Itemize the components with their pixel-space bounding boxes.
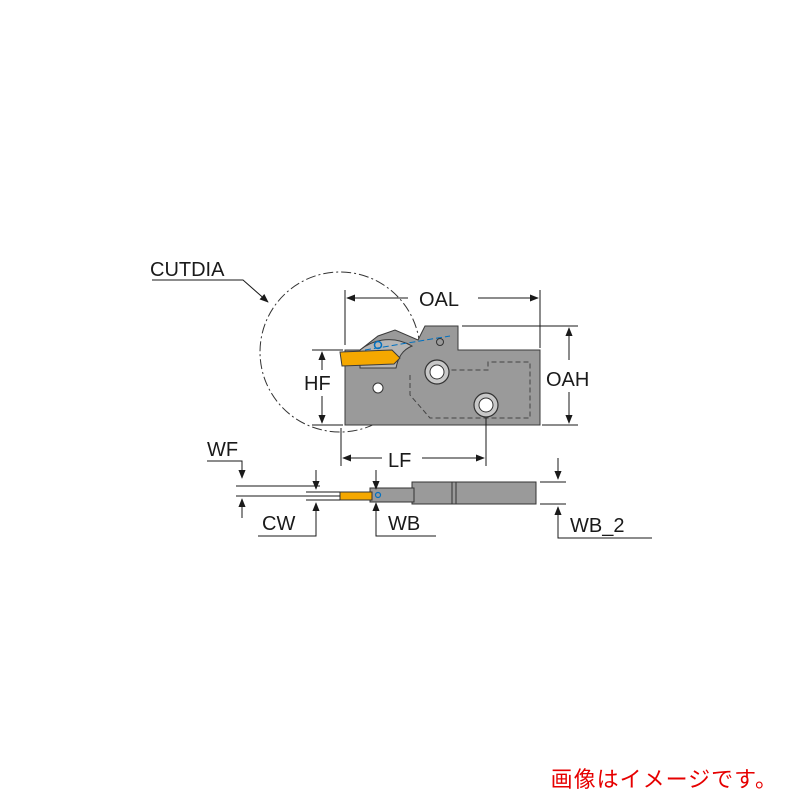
cw-leader [258, 522, 317, 537]
cutting-insert [339, 349, 401, 367]
oah-label: OAH [546, 369, 589, 391]
cutdia-label: CUTDIA [150, 259, 225, 281]
top-view-body [411, 481, 537, 505]
hf-label: HF [304, 373, 331, 395]
wf-label: WF [207, 439, 238, 461]
top-view-insert [339, 491, 373, 501]
cw-label: CW [262, 513, 295, 535]
wb2-label: WB_2 [570, 515, 624, 537]
cutdia-leader [152, 279, 269, 303]
holder-pocket-outline [409, 361, 531, 419]
wf-leader [207, 460, 246, 479]
clamp-screw-inner-icon [429, 364, 445, 380]
wb-label: WB [388, 513, 420, 535]
oal-label: OAL [419, 289, 459, 311]
lf-label: LF [388, 450, 411, 472]
small-hole-icon [372, 382, 384, 394]
image-disclaimer-note: 画像はイメージです。 [550, 768, 778, 793]
wb-leader [375, 522, 436, 537]
wb2-leader [557, 526, 652, 539]
pin-icon [436, 338, 444, 346]
coolant-port-icon [373, 340, 383, 350]
top-view-step [369, 487, 415, 503]
top-view-coolant-icon [374, 491, 382, 499]
mounting-screw-inner-icon [478, 397, 494, 413]
